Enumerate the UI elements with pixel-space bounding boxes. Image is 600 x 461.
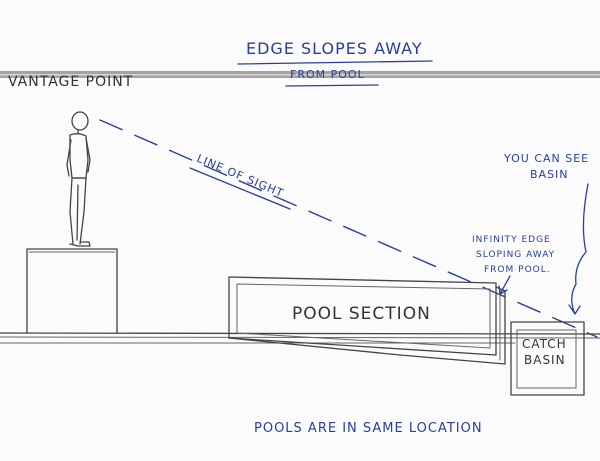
infinity-edge-label-2: SLOPING AWAY [476, 250, 555, 260]
you-can-see-label-2: BASIN [530, 168, 569, 181]
vantage-point-label: VANTAGE POINT [8, 74, 133, 90]
ground-line [0, 332, 600, 335]
vantage-platform [26, 248, 118, 334]
pool-outline-outer [228, 276, 497, 356]
pool-floor-lower [228, 337, 506, 365]
header-underline-1 [237, 60, 433, 65]
footer-note: POOLS ARE IN SAME LOCATION [254, 421, 483, 436]
scan-band-highlight [0, 74, 600, 76]
header-underline-2 [285, 84, 379, 87]
infinity-edge-arrow [498, 275, 511, 295]
line-of-sight-underline [189, 167, 291, 210]
infinity-edge-label-1: INFINITY EDGE [472, 235, 551, 245]
catch-basin-inner [516, 329, 577, 389]
header-line-2: FROM POOL [290, 68, 365, 81]
pool-outline-inner [236, 283, 491, 349]
infinity-edge-label-3: FROM POOL. [484, 265, 551, 275]
header-line-1: EDGE SLOPES AWAY [246, 39, 423, 58]
line-of-sight [99, 119, 598, 338]
catch-basin-label-2: BASIN [524, 353, 566, 367]
you-can-see-label-1: YOU CAN SEE [503, 152, 589, 165]
person-head [71, 111, 89, 131]
person-figure [66, 111, 91, 247]
you-can-see-arrow [568, 183, 589, 315]
catch-basin-label-1: CATCH [522, 337, 567, 351]
pool-section-label: POOL SECTION [292, 304, 431, 324]
catch-basin-outer [510, 321, 585, 396]
